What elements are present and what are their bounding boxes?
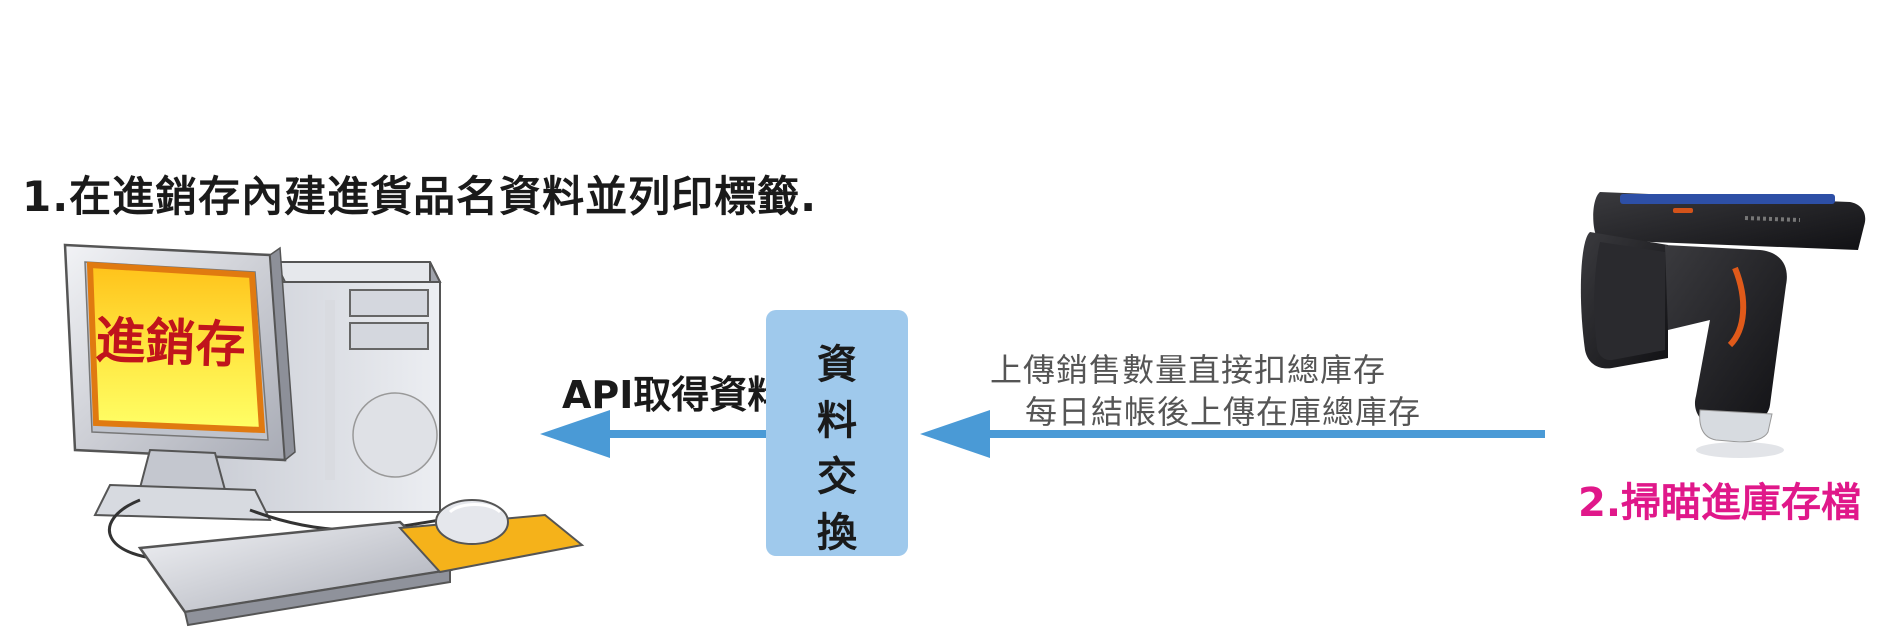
api-label: API取得資料	[562, 373, 786, 417]
upload-description-line2: 每日結帳後上傳在庫總庫存	[1025, 393, 1422, 431]
exchange-char: 料	[817, 398, 857, 444]
exchange-char: 換	[817, 510, 857, 556]
screen-label: 進銷存	[95, 311, 247, 374]
monitor	[63, 243, 296, 522]
exchange-char: 交	[817, 454, 857, 500]
exchange-char: 資	[817, 342, 857, 388]
keyboard	[137, 520, 453, 627]
upload-description-line1: 上傳銷售數量直接扣總庫存	[990, 351, 1387, 389]
arrow-scanner-to-exchange	[920, 410, 1545, 458]
mouse	[397, 499, 585, 574]
computer-illustration: 進銷存	[63, 243, 585, 627]
step1-instruction: 1.在進銷存內建進貨品名資料並列印標籤.	[22, 172, 818, 221]
data-exchange-box: 資 料 交 換	[766, 310, 908, 556]
arrow-exchange-to-computer	[540, 410, 795, 458]
step2-instruction: 2.掃瞄進庫存檔	[1578, 480, 1862, 526]
rfid-scanner-illustration	[1580, 192, 1866, 458]
